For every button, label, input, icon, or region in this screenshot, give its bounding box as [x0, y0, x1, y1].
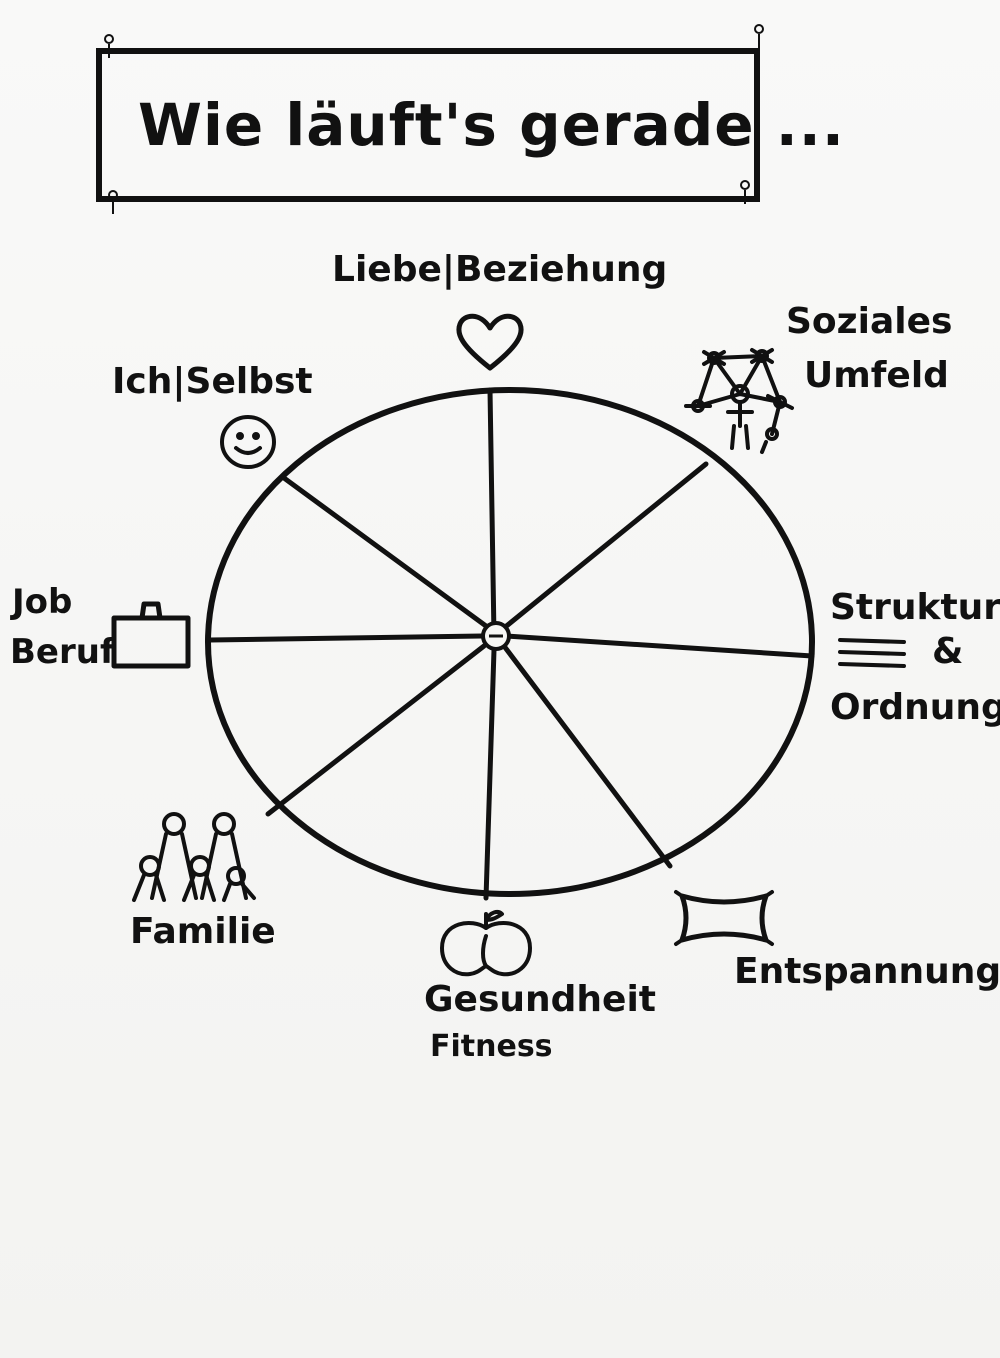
pin-icon [104, 34, 114, 58]
spoke-ich [281, 475, 489, 629]
spoke-entspannung [501, 643, 673, 869]
label-ich: Ich|Selbst [112, 361, 313, 402]
label-struktur-line1: Struktur [830, 587, 1000, 628]
wheel-circle [205, 387, 815, 897]
pillow-icon [674, 890, 774, 946]
label-struktur-amp: & [932, 631, 964, 672]
briefcase-icon [111, 601, 191, 669]
spoke-familie [265, 643, 487, 817]
lines-icon [838, 638, 906, 668]
spoke-struktur [503, 633, 815, 659]
pin-icon [108, 190, 118, 214]
label-job-line2: Beruf [10, 632, 115, 672]
label-soziales-line2: Umfeld [804, 355, 949, 396]
label-liebe: Liebe|Beziehung [332, 249, 668, 290]
apple-icon [440, 910, 532, 977]
label-soziales-line1: Soziales [786, 301, 953, 342]
family-icon [132, 812, 256, 902]
pin-icon [740, 180, 750, 204]
title-banner: Wie läuft's gerade ... [96, 48, 844, 202]
label-entspannung: Entspannung [734, 951, 1000, 992]
page-title: Wie läuft's gerade ... [138, 91, 845, 159]
spoke-job [207, 633, 485, 643]
spoke-gesundheit [483, 647, 497, 901]
spoke-liebe [487, 387, 497, 639]
label-gesundheit-line2: Fitness [430, 1029, 553, 1064]
heart-icon [456, 313, 524, 371]
smiley-icon [220, 415, 276, 469]
pin-icon [754, 24, 764, 48]
label-job-line1: Job [12, 582, 73, 622]
label-familie: Familie [130, 911, 276, 952]
spoke-soziales [501, 461, 709, 631]
wheel-spokes [207, 387, 815, 901]
people-network-icon [684, 348, 794, 454]
label-gesundheit-line1: Gesundheit [424, 979, 657, 1020]
label-struktur-line3: Ordnung [830, 687, 1000, 728]
